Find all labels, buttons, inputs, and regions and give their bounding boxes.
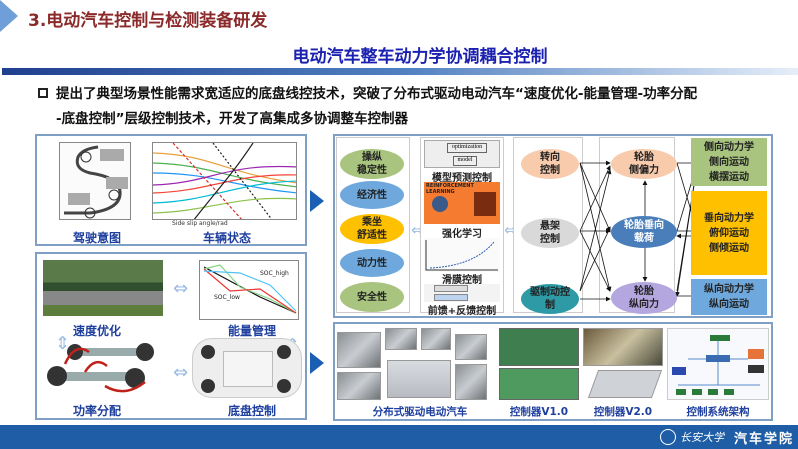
yaw-motion: 横摆运动 [709, 171, 749, 183]
controller-v1-board [499, 368, 579, 400]
roll-motion: 侧倾运动 [709, 242, 749, 254]
mpc-model-block: model [453, 156, 477, 166]
soc-high-label: SOC_high [260, 270, 289, 277]
footer-bar: 长安大学 汽车学院 [0, 425, 798, 449]
smc-plot [424, 238, 500, 272]
longitudinal-dynamics-box: 纵向动力学 纵向运动 [691, 279, 767, 315]
university-logo-text: 长安大学 [680, 431, 724, 444]
vehicle-photo [337, 332, 381, 368]
slide-subtitle: 电动汽车整车动力学协调耦合控制 [292, 47, 548, 67]
caption-controller-v2: 控制器V2.0 [593, 406, 653, 418]
caption-speed-optimization: 速度优化 [72, 324, 121, 338]
mpc-optimization-block: optimization [447, 143, 487, 153]
controller-v2-case [587, 370, 663, 398]
tire-vertical-load: 轮胎垂向 载荷 [611, 216, 677, 248]
control-drive-brake: 驱制动控 制 [521, 284, 579, 314]
ev-van-photo [387, 360, 451, 398]
lateral-dynamics-title: 侧向动力学 [704, 141, 754, 153]
mpc-diagram: optimization model [424, 140, 500, 168]
method-rl: 强化学习 [442, 229, 482, 240]
longitudinal-motion: 纵向运动 [709, 299, 749, 310]
caption-power-distribution: 功率分配 [72, 404, 121, 418]
lateral-motion: 侧向运动 [709, 156, 749, 168]
rl-banner: REINFORCEMENT LEARNING [426, 183, 474, 195]
control-steering: 转向 控制 [521, 149, 579, 179]
objective-safety: 安全性 [340, 282, 404, 312]
bullet-line-2: -底盘控制”层级控制技术，开发了高集成多协调整车控制器 [56, 111, 408, 127]
control-suspension: 悬架 控制 [521, 218, 579, 248]
right-arrow-icon [310, 190, 324, 212]
objective-economy: 经济性 [340, 181, 404, 209]
chassis-control-image [192, 338, 302, 398]
ff-fb-diagram [424, 284, 500, 302]
coordination-diagram-panel: 操纵 稳定性 经济性 乘坐 舒适性 动力性 安全性 ⇔ optimization… [333, 134, 773, 318]
controller-v2-photo [583, 328, 663, 366]
pitch-motion: 俯仰运动 [709, 227, 749, 239]
method-smc: 滑膜控制 [442, 275, 482, 286]
method-ff-fb: 前馈+反馈控制 [427, 306, 497, 317]
driving-intent-figure [59, 142, 131, 220]
control-architecture-diagram [667, 328, 769, 400]
right-arrow-icon [310, 352, 324, 374]
power-distribution-axles [45, 342, 165, 398]
vehicle-photo [455, 364, 487, 400]
university-seal-icon [660, 429, 676, 445]
caption-control-architecture: 控制系统架构 [686, 406, 750, 418]
phase-plot-xlabel: Side slip angle/rad [172, 220, 228, 227]
hardware-panel: 分布式驱动电动汽车 控制器V1.0 控制器V2.0 控制系统架构 [333, 322, 773, 421]
caption-driving-intent: 驾驶意图 [72, 231, 121, 245]
objective-ride-comfort: 乘坐 舒适性 [340, 214, 404, 244]
section-title: 3.电动汽车控制与检测装备研发 [28, 11, 268, 31]
speed-optimization-scene [43, 260, 163, 316]
vehicle-state-phase-plot [152, 142, 297, 220]
objective-handling-stability: 操纵 稳定性 [340, 149, 404, 179]
soc-low-label: SOC_low [214, 294, 240, 301]
double-arrow-icon: ⇔ [173, 362, 189, 383]
college-name: 汽车学院 [734, 432, 795, 447]
vehicle-photo [421, 328, 451, 350]
bullet-square-icon [38, 88, 48, 98]
caption-distributed-ev: 分布式驱动电动汽车 [372, 406, 468, 418]
vehicle-photo [385, 328, 417, 350]
objective-power: 动力性 [340, 249, 404, 277]
vertical-dynamics-title: 垂向动力学 [704, 212, 754, 224]
gradient-divider [2, 68, 798, 75]
caption-controller-v1: 控制器V1.0 [509, 406, 569, 418]
caption-energy-management: 能量管理 [227, 324, 276, 338]
longitudinal-dynamics-title: 纵向动力学 [704, 284, 754, 295]
controller-v1-board [499, 328, 579, 366]
caption-chassis-control: 底盘控制 [227, 404, 276, 418]
method-mpc: 模型预测控制 [432, 173, 492, 184]
tire-lateral-force: 轮胎 侧偏力 [611, 149, 677, 179]
tire-longitudinal-force: 轮胎 纵向力 [611, 282, 677, 314]
header-triangle-icon [0, 0, 18, 32]
vehicle-photo [455, 334, 487, 360]
vehicle-photo [337, 372, 381, 400]
caption-vehicle-state: 车辆状态 [202, 231, 251, 245]
lateral-dynamics-box: 侧向动力学 侧向运动 横摆运动 [691, 138, 767, 186]
bullet-line-1: 提出了典型场景性能需求宽适应的底盘线控技术，突破了分布式驱动电动汽车“速度优化-… [56, 86, 698, 102]
rl-diagram: REINFORCEMENT LEARNING [424, 182, 500, 224]
double-arrow-icon: ⇔ [173, 278, 189, 299]
vertical-dynamics-box: 垂向动力学 俯仰运动 侧倾运动 [691, 191, 767, 275]
intent-state-panel: 驾驶意图 Side slip angle/rad 车辆状态 [35, 134, 307, 246]
